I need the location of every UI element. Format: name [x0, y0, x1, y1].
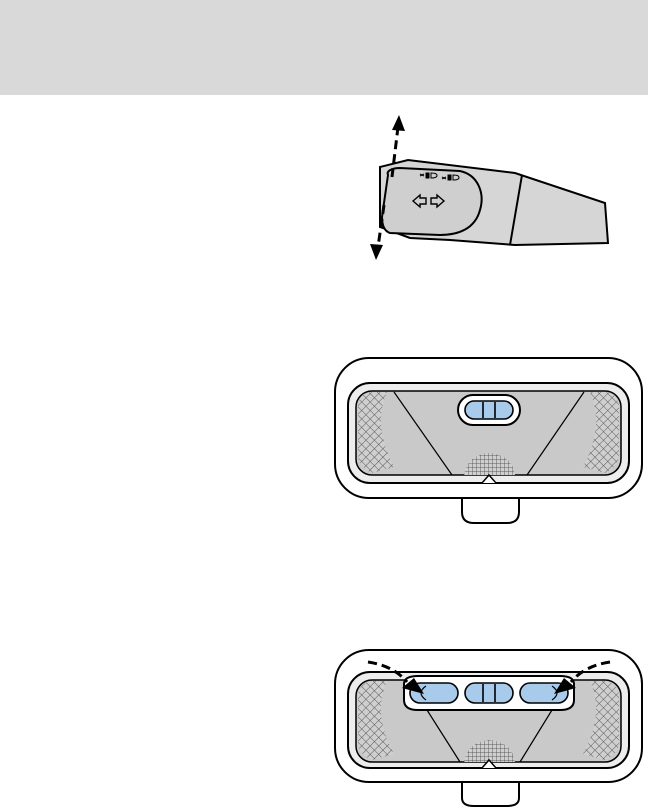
turn-signal-lever-illustration: [340, 105, 640, 270]
dome-switch-button[interactable]: [465, 401, 513, 419]
overhead-dome-lamp-illustration: [332, 355, 646, 530]
mount-tab: [462, 780, 519, 806]
down-arrow-head-icon: [370, 244, 383, 260]
up-arrow-head-icon: [392, 115, 405, 131]
dome-switch-button[interactable]: [465, 683, 513, 703]
turn-signal-lever-figure: [340, 105, 640, 270]
dome-lamp-figure: [332, 355, 646, 530]
mount-tab: [462, 495, 519, 523]
map-lamps-figure: [332, 648, 646, 808]
header-band: [0, 0, 648, 95]
overhead-map-lamps-illustration: [332, 648, 646, 808]
